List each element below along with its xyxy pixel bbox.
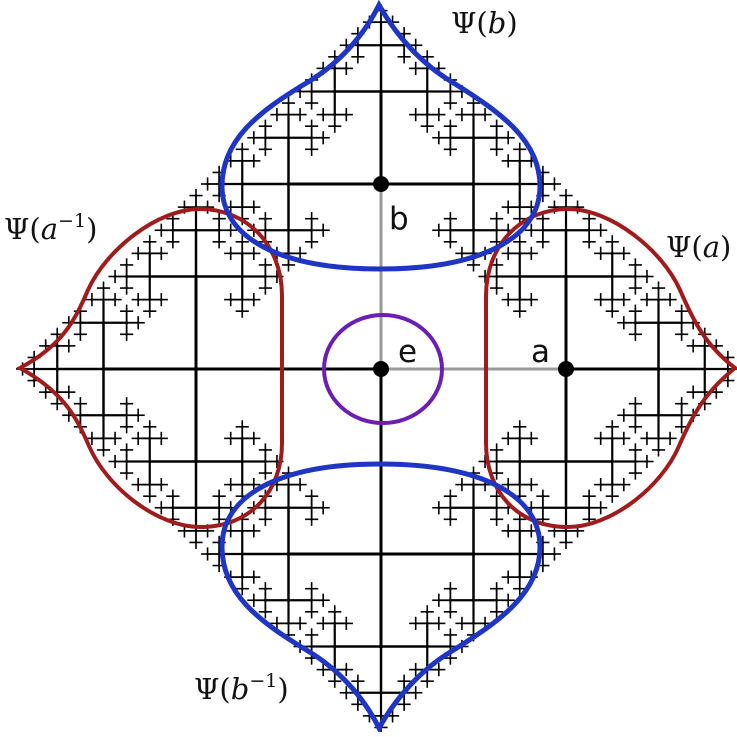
region-psi-a (484, 206, 737, 530)
vertex-label-e: e (398, 334, 417, 370)
region-identity-circle (322, 313, 444, 425)
vertex-b (373, 176, 389, 192)
label-psi-a-inverse: Ψ(a−1) (4, 210, 97, 246)
vertex-label-a: a (531, 334, 550, 370)
label-psi-b-inverse: Ψ(b−1) (194, 670, 289, 706)
fractal-tree (15, 3, 737, 735)
region-psi-b (219, 0, 543, 272)
vertex-label-b: b (389, 201, 409, 237)
vertex-a (558, 361, 574, 377)
region-psi-a-inverse (15, 206, 284, 530)
label-psi-a: Ψ(a) (666, 230, 731, 264)
vertex-e (373, 361, 389, 377)
label-psi-b: Ψ(b) (451, 6, 518, 40)
region-psi-b-inverse (219, 461, 543, 734)
